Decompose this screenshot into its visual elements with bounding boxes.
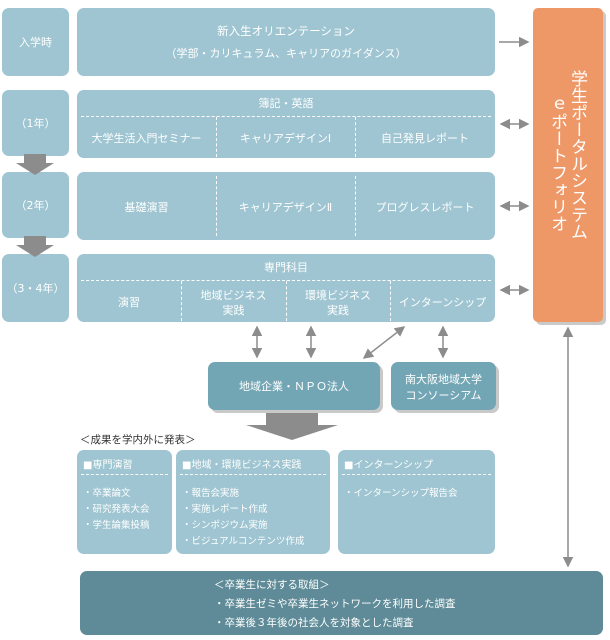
- business-item-3: ・シンポジウム実施: [182, 520, 268, 531]
- intern-divider: [342, 474, 491, 475]
- year2-text: （2年）: [15, 199, 56, 212]
- local-business-text: 地域企業・ＮＰＯ法人: [239, 380, 349, 393]
- entry-text: 入学時: [19, 36, 52, 49]
- graduates-item-2: ・卒業後３年後の社会人を対象とした調査: [214, 617, 414, 629]
- row3-cell-4: インターンシップ: [398, 296, 487, 309]
- row3-cell-2-line2: 実践: [222, 304, 245, 317]
- year1-text: （1年）: [15, 117, 56, 130]
- year2-label: （2年）: [2, 172, 69, 238]
- portal-line-2: ｅポートフォリオ: [547, 96, 567, 232]
- business-results-title: ■地域・環境ビジネス実践: [182, 460, 302, 471]
- row3-cell-3-line1: 環境ビジネス: [305, 289, 371, 302]
- row3-sep-1: [181, 281, 182, 321]
- seminar-item-1: ・卒業論文: [83, 488, 131, 499]
- results-heading: ＜成果を学内外に発表＞: [80, 434, 196, 446]
- seminar-divider: [81, 474, 168, 475]
- year2-box: 基礎演習 キャリアデザインⅡ プログレスレポート: [77, 172, 495, 240]
- row1-cell-1: 大学生活入門セミナー: [91, 132, 202, 145]
- business-item-1: ・報告会実施: [182, 488, 240, 499]
- results-down-arrow: [246, 413, 338, 440]
- seminar-results-box: ■専門演習 ・卒業論文 ・研究発表大会 ・学生論集投稿: [77, 450, 172, 554]
- row2-cell-1: 基礎演習: [124, 201, 169, 214]
- consortium-line-1: 南大阪地域大学: [405, 373, 482, 386]
- consortium-box: 南大阪地域大学 コンソーシアム: [391, 362, 496, 410]
- entry-label: 入学時: [2, 8, 69, 76]
- business-divider: [180, 474, 326, 475]
- graduates-title: ＜卒業生に対する取組＞: [214, 579, 330, 591]
- orientation-box: 新入生オリエンテーション （学部・カリキュラム、キャリアのガイダンス）: [77, 8, 495, 76]
- year1-label: （1年）: [2, 90, 69, 156]
- business-item-4: ・ビジュアルコンテンツ作成: [182, 536, 305, 547]
- row2-cell-2: キャリアデザインⅡ: [238, 201, 333, 214]
- business-results-box: ■地域・環境ビジネス実践 ・報告会実施 ・実施レポート作成 ・シンポジウム実施 …: [176, 450, 330, 554]
- consortium-line-2: コンソーシアム: [405, 389, 482, 402]
- row3-cell-2-line1: 地域ビジネス: [200, 289, 267, 302]
- seminar-item-3: ・学生論集投稿: [83, 520, 150, 531]
- row2-sep-2: [355, 176, 356, 236]
- row3-divider: [81, 280, 491, 281]
- row3-cell-3-line2: 実践: [327, 304, 349, 317]
- orientation-subtitle: （学部・カリキュラム、キャリアのガイダンス）: [165, 47, 407, 60]
- local-business-box: 地域企業・ＮＰＯ法人: [208, 362, 380, 410]
- orientation-title: 新入生オリエンテーション: [217, 24, 355, 38]
- seminar-item-2: ・研究発表大会: [83, 504, 150, 515]
- internship-local-arrow: [362, 326, 406, 359]
- row1-sep-1: [216, 117, 217, 157]
- row1-cell-2: キャリアデザインⅠ: [239, 132, 332, 145]
- seminar-results-title: ■専門演習: [83, 460, 133, 471]
- row3-sep-2: [286, 281, 287, 321]
- row3-cell-1: 演習: [118, 296, 140, 309]
- graduates-item-1: ・卒業生ゼミや卒業生ネットワークを利用した調査: [214, 598, 456, 610]
- row2-sep-1: [216, 176, 217, 236]
- eportfolio-box: 学生ポータルシステム ｅポートフォリオ: [533, 8, 603, 322]
- intern-results-title: ■インターンシップ: [344, 460, 433, 471]
- row1-divider: [81, 116, 491, 117]
- row2-cell-3: プログレスレポート: [375, 201, 475, 214]
- row3-header: 専門科目: [264, 261, 308, 274]
- year1-box: 簿記・英語 大学生活入門セミナー キャリアデザインⅠ 自己発見レポート: [77, 90, 495, 158]
- intern-item-1: ・インターンシップ報告会: [344, 488, 458, 499]
- business-item-2: ・実施レポート作成: [182, 504, 268, 515]
- row1-cell-3: 自己発見レポート: [381, 132, 469, 145]
- graduates-box: ＜卒業生に対する取組＞ ・卒業生ゼミや卒業生ネットワークを利用した調査 ・卒業後…: [80, 571, 603, 635]
- row1-sep-2: [355, 117, 356, 157]
- row3-sep-3: [390, 281, 391, 321]
- row1-header: 簿記・英語: [258, 97, 314, 110]
- year34-text: （3・4年）: [6, 282, 65, 295]
- portal-line-1: 学生ポータルシステム: [567, 70, 587, 240]
- intern-results-box: ■インターンシップ ・インターンシップ報告会: [338, 450, 495, 554]
- year34-box: 専門科目 演習 地域ビジネス 実践 環境ビジネス 実践 インターンシップ: [77, 254, 495, 322]
- year34-label: （3・4年）: [2, 254, 69, 322]
